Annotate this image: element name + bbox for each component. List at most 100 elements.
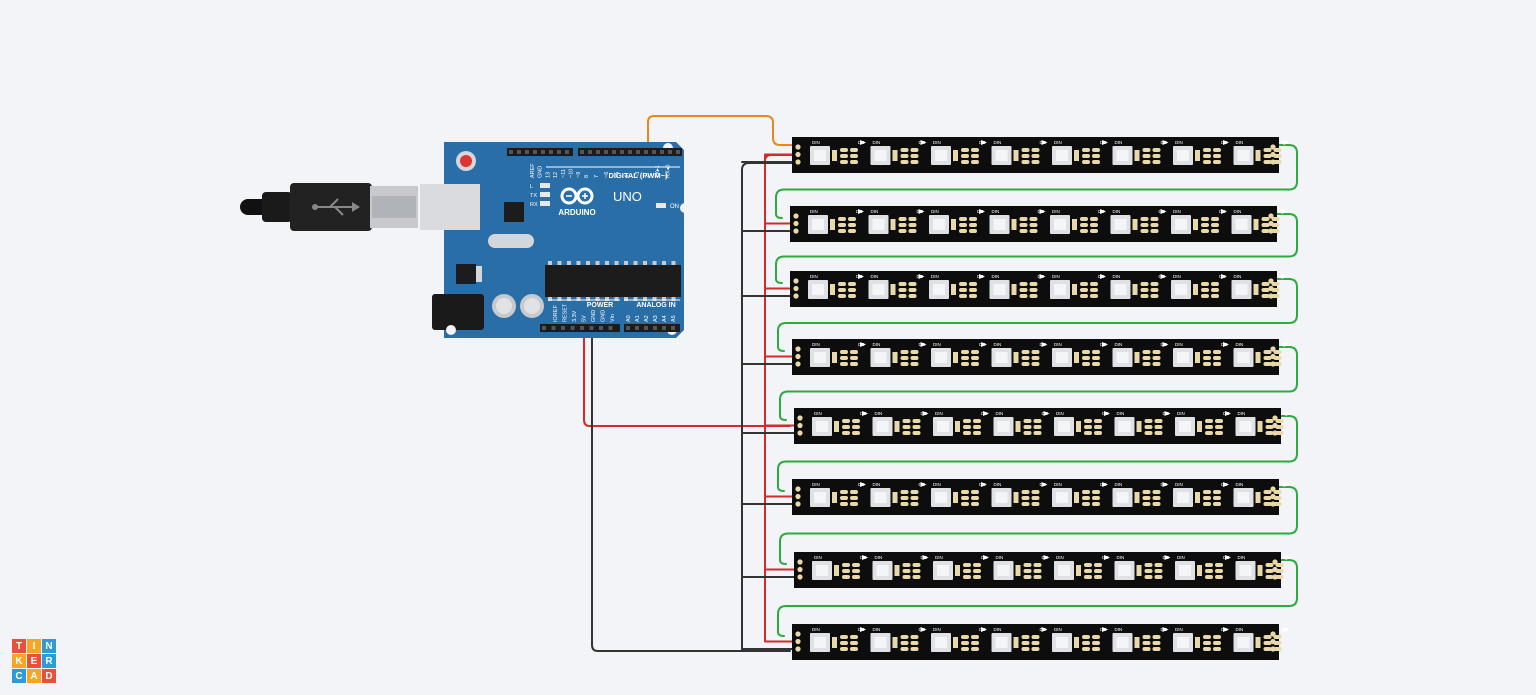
strip-pad[interactable] <box>795 631 801 637</box>
strip-pad[interactable] <box>797 430 803 436</box>
chain-wire[interactable] <box>779 346 1298 421</box>
logo-letter: R <box>42 654 56 668</box>
strip-pad[interactable] <box>793 285 799 292</box>
header-pin[interactable] <box>608 326 613 330</box>
power-branch-wire[interactable] <box>764 154 797 162</box>
header-pin[interactable] <box>671 326 675 330</box>
strip-pad[interactable] <box>797 559 803 565</box>
header-pin[interactable] <box>557 150 561 154</box>
header-pin[interactable] <box>549 150 553 154</box>
usb-cable[interactable] <box>240 183 418 231</box>
neopixel-strip[interactable]: DINDODINDODINDODINDODINDODINDODINDODINDO <box>794 408 1292 444</box>
strip-pad[interactable] <box>795 353 801 360</box>
header-pin[interactable] <box>580 150 584 154</box>
strip-pad[interactable] <box>793 293 799 299</box>
header-pin[interactable] <box>599 326 603 330</box>
neopixel-strip[interactable]: DINDODINDODINDODINDODINDODINDODINDODINDO <box>792 339 1290 375</box>
header-pin[interactable] <box>517 150 521 154</box>
strip-pad[interactable] <box>1270 144 1276 150</box>
strip-pad[interactable] <box>793 278 799 284</box>
strip-pad[interactable] <box>795 501 801 507</box>
header-pin[interactable] <box>580 326 584 330</box>
neopixel-strip[interactable]: DINDODINDODINDODINDODINDODINDODINDODINDO <box>792 137 1290 173</box>
strip-pad[interactable] <box>795 486 801 492</box>
header-pin[interactable] <box>565 150 569 154</box>
strip-pad[interactable] <box>795 144 801 150</box>
data-wire[interactable] <box>647 115 799 151</box>
ground-wire[interactable] <box>591 329 791 652</box>
strip-pad[interactable] <box>1270 346 1276 352</box>
header-pin[interactable] <box>570 326 575 330</box>
strip-pad[interactable] <box>795 346 801 352</box>
strip-pad[interactable] <box>1268 278 1274 284</box>
chain-wire[interactable] <box>779 486 1298 565</box>
header-pin[interactable] <box>676 150 680 154</box>
strip-pad[interactable] <box>795 646 801 652</box>
chain-wire[interactable] <box>777 559 1298 637</box>
header-pin[interactable] <box>596 150 600 154</box>
header-pin[interactable] <box>509 150 513 154</box>
header-pin[interactable] <box>644 150 648 154</box>
strip-pad[interactable] <box>795 361 801 367</box>
header-pin[interactable] <box>653 326 657 330</box>
neopixel-strip[interactable]: DINDODINDODINDODINDODINDODINDODINDODINDO <box>792 624 1290 660</box>
strip-pad[interactable] <box>795 638 801 645</box>
neopixel-strip[interactable]: DINDODINDODINDODINDODINDODINDODINDODINDO <box>790 206 1288 242</box>
chain-wire[interactable] <box>777 415 1298 492</box>
digital-header[interactable] <box>507 148 682 156</box>
analog-header[interactable] <box>624 324 680 332</box>
chain-wire[interactable] <box>777 278 1298 352</box>
header-pin[interactable] <box>636 150 640 154</box>
strip-pad[interactable] <box>793 228 799 234</box>
header-pin[interactable] <box>652 150 656 154</box>
strip-pad[interactable] <box>1272 415 1278 421</box>
header-pin[interactable] <box>662 326 666 330</box>
header-pin[interactable] <box>660 150 664 154</box>
header-pin[interactable] <box>628 150 632 154</box>
strip-pad[interactable] <box>797 574 803 580</box>
header-pin[interactable] <box>635 326 639 330</box>
header-pin[interactable] <box>604 150 608 154</box>
header-pin[interactable] <box>525 150 529 154</box>
analog-in-label: ANALOG IN <box>636 302 675 309</box>
strip-pad[interactable] <box>1270 631 1276 637</box>
header-pin[interactable] <box>561 326 565 330</box>
strip-pad[interactable] <box>797 415 803 421</box>
header-pin[interactable] <box>533 150 537 154</box>
strip-pad[interactable] <box>795 159 801 165</box>
header-pin[interactable] <box>668 150 672 154</box>
logo-letter: C <box>12 669 26 683</box>
pixel-din-label: DIN <box>1113 209 1121 214</box>
neopixel-strip[interactable]: DINDODINDODINDODINDODINDODINDODINDODINDO <box>794 552 1292 588</box>
strip-pad[interactable] <box>797 422 803 429</box>
strip-pad[interactable] <box>1268 213 1274 219</box>
arrow-right-icon <box>1281 209 1288 214</box>
strip-pad[interactable] <box>1272 559 1278 565</box>
power-5v-wire[interactable] <box>583 329 791 427</box>
chain-wire[interactable] <box>775 144 1298 219</box>
strip-pad[interactable] <box>797 566 803 573</box>
header-pin[interactable] <box>620 150 624 154</box>
strip-pad[interactable] <box>1270 486 1276 492</box>
strip-pad[interactable] <box>793 213 799 219</box>
header-pin[interactable] <box>551 326 556 330</box>
header-pin[interactable] <box>612 150 616 154</box>
strip-pad[interactable] <box>793 220 799 227</box>
header-pin[interactable] <box>589 326 594 330</box>
neopixel-strip[interactable]: DINDODINDODINDODINDODINDODINDODINDODINDO <box>790 271 1288 307</box>
reset-button-cap[interactable] <box>460 155 472 167</box>
header-pin[interactable] <box>626 326 630 330</box>
header-pin[interactable] <box>541 150 545 154</box>
strip-pad[interactable] <box>795 493 801 500</box>
neopixel-strip[interactable]: DINDODINDODINDODINDODINDODINDODINDODINDO <box>792 479 1290 515</box>
header-pin[interactable] <box>644 326 648 330</box>
power-header[interactable] <box>540 324 620 332</box>
header-pin[interactable] <box>588 150 592 154</box>
strip-pad[interactable] <box>795 151 801 158</box>
chain-wire[interactable] <box>775 213 1298 284</box>
atmega-chip <box>545 265 681 297</box>
header-pin[interactable] <box>542 326 546 330</box>
